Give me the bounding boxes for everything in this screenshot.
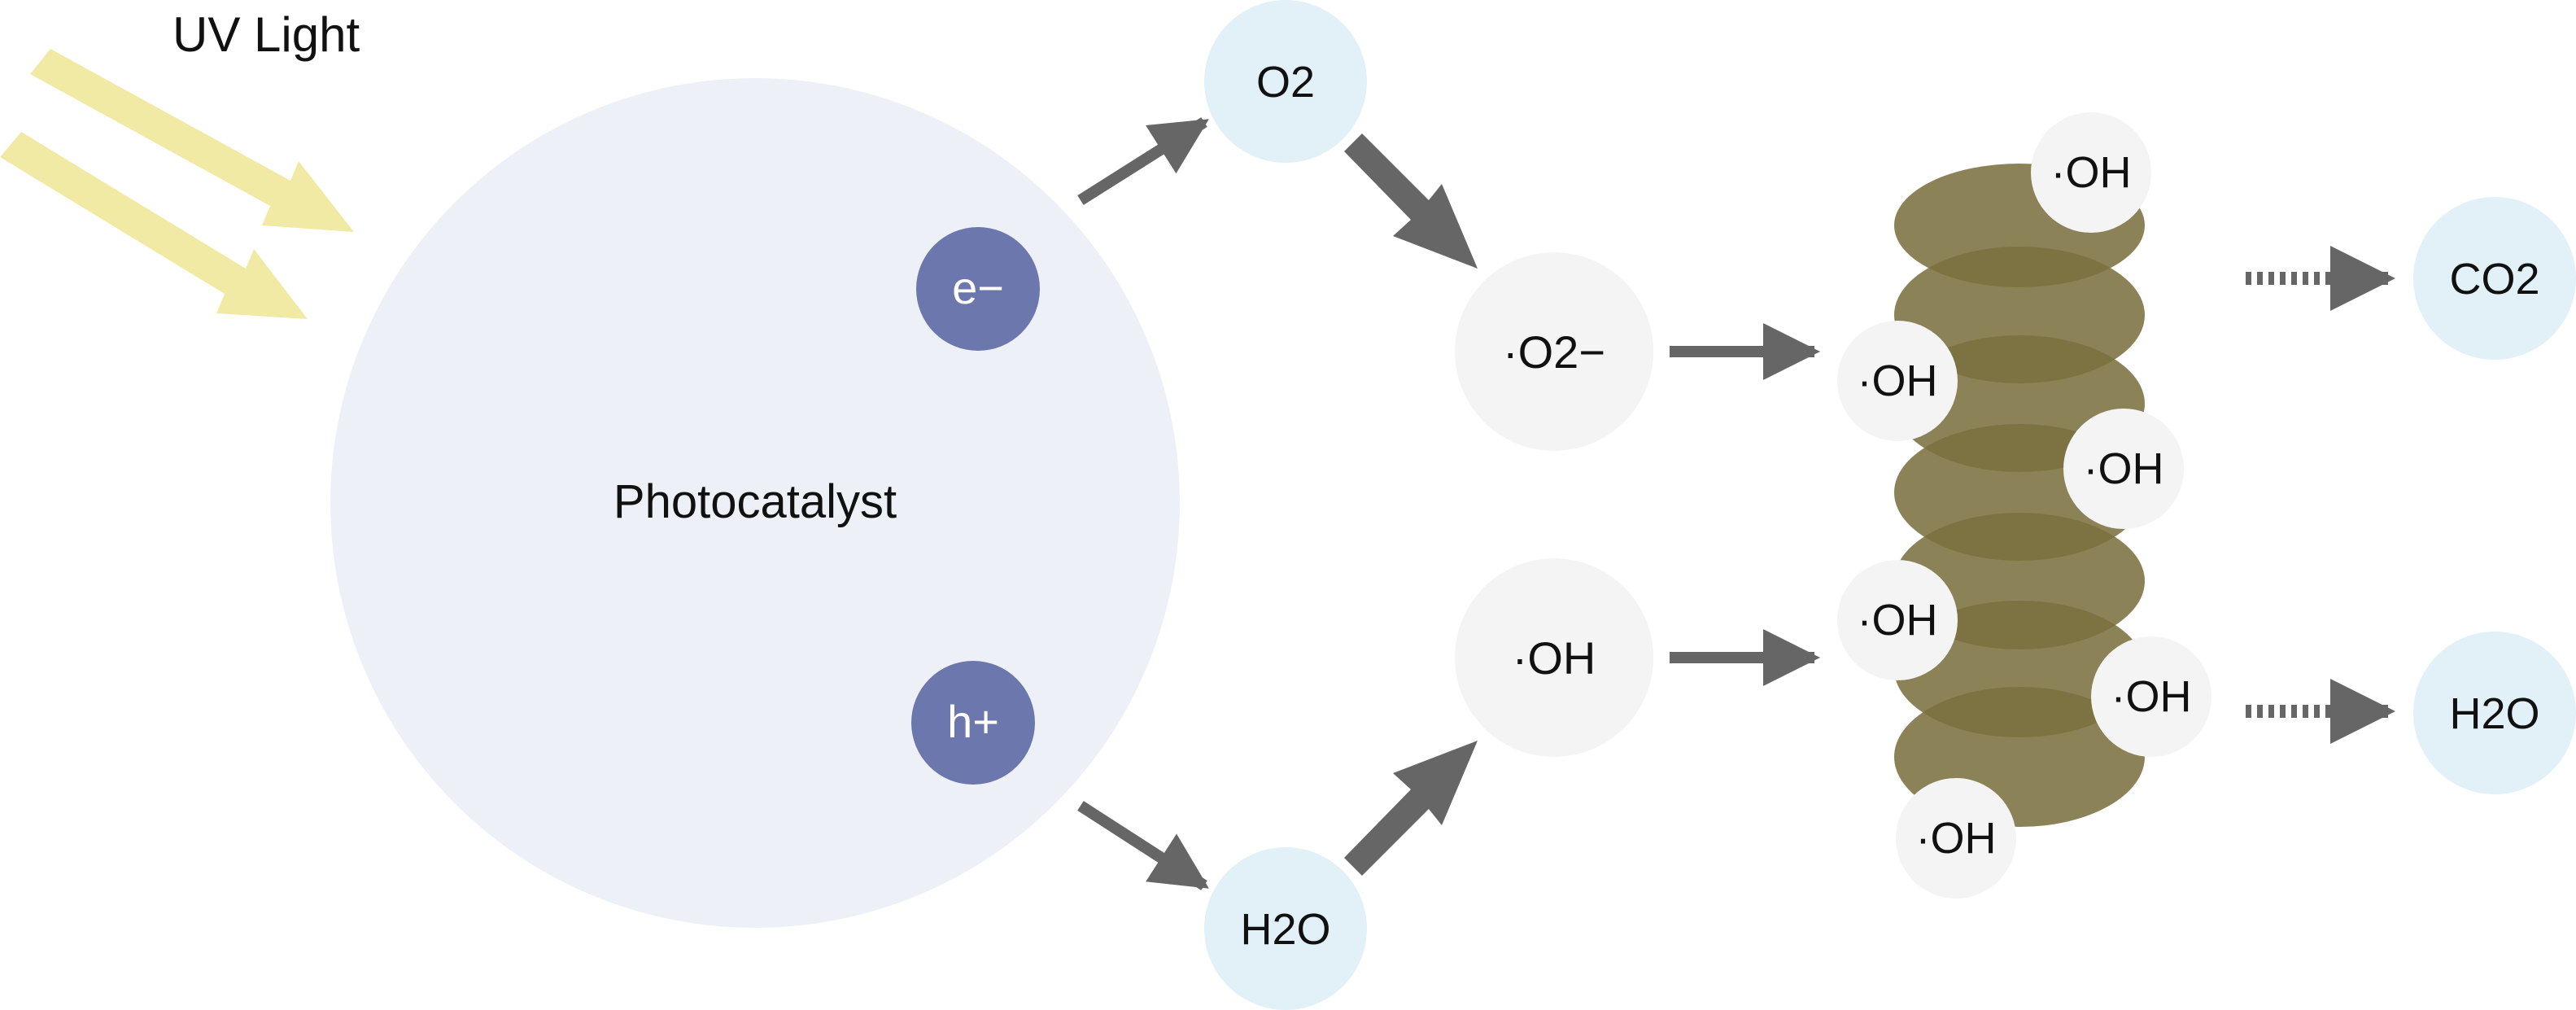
arrow-hole-to-water xyxy=(1077,801,1209,890)
attached-radical-label: ·OH xyxy=(2111,672,2192,721)
uv-light-beams xyxy=(0,49,354,319)
attached-radical-node xyxy=(2031,112,2151,233)
uv-light-arrow-bottom xyxy=(0,132,308,319)
uv-light-arrow-top xyxy=(30,49,354,232)
uv-light-label: UV Light xyxy=(172,7,360,62)
water-input-node xyxy=(1204,847,1367,1010)
arrow-electron-to-oxygen xyxy=(1077,117,1209,205)
oxygen-node xyxy=(1204,0,1367,163)
arrow-water-to-hydroxyl-shape xyxy=(1344,741,1478,876)
hydroxyl-node xyxy=(1455,558,1653,757)
photocatalyst-label: Photocatalyst xyxy=(613,475,897,528)
attached-radical-label: ·OH xyxy=(2084,444,2164,493)
hole-label: h+ xyxy=(947,696,999,747)
superoxide-label: ·O2− xyxy=(1503,326,1605,378)
hydroxyl-label: ·OH xyxy=(1513,632,1596,684)
oxygen-label: O2 xyxy=(1256,58,1315,107)
water-product-label: H2O xyxy=(2449,689,2539,738)
attached-radical-label: ·OH xyxy=(1916,814,1997,863)
attached-radical-node xyxy=(1837,321,1958,441)
water-input-label: H2O xyxy=(1240,905,1330,954)
electron-label: e− xyxy=(952,262,1004,313)
co2-product-node xyxy=(2413,197,2576,360)
electron-node xyxy=(916,227,1040,351)
hole-node xyxy=(911,661,1035,785)
arrow-oxygen-to-superoxide-shape xyxy=(1344,133,1478,269)
pollutant-molecule xyxy=(1894,164,2145,827)
attached-radical-label: ·OH xyxy=(2051,148,2132,197)
water-product-node xyxy=(2413,632,2576,794)
attached-radical-label: ·OH xyxy=(1858,356,1938,405)
co2-product-label: CO2 xyxy=(2449,255,2539,304)
attached-radical-node xyxy=(1896,778,2016,899)
attached-radical-node xyxy=(2091,636,2211,757)
attached-radical-label: ·OH xyxy=(1858,596,1938,645)
attached-radical-node xyxy=(1837,560,1958,680)
superoxide-node xyxy=(1455,252,1653,451)
attached-radical-node xyxy=(2063,409,2184,529)
